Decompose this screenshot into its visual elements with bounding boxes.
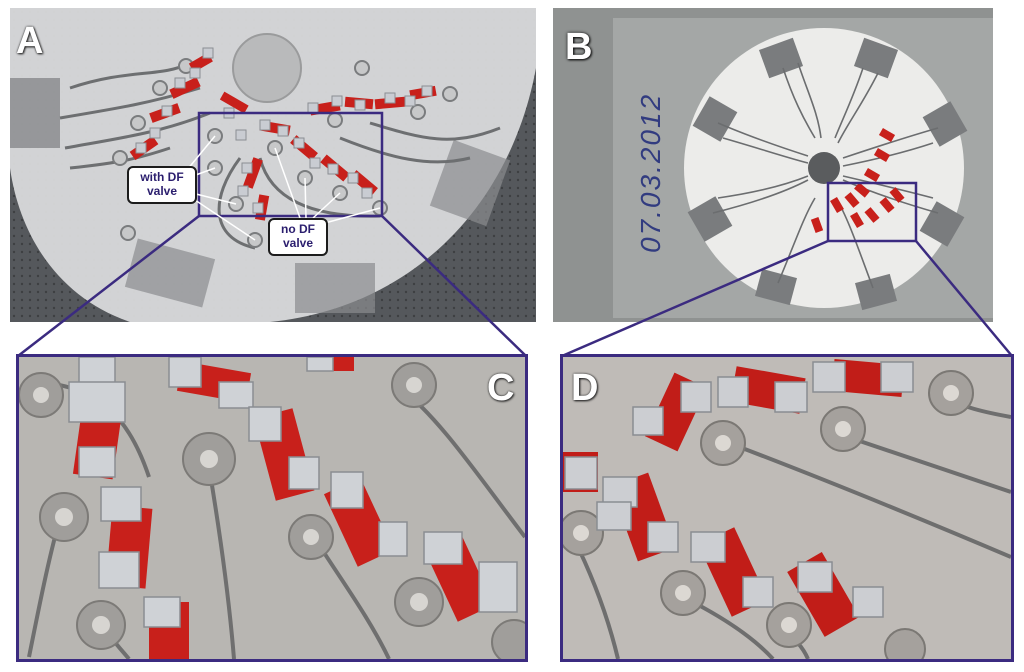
panel-d-label: D bbox=[571, 367, 599, 409]
zoom-d-image bbox=[563, 357, 1011, 659]
panel-b-label: B bbox=[565, 26, 593, 68]
no-df-valve-label: no DF valve bbox=[268, 218, 328, 256]
connector-a-right-line bbox=[381, 215, 527, 357]
panel-a-photo: with DF valve no DF valve A bbox=[10, 8, 536, 322]
zoom-c-image bbox=[19, 357, 525, 659]
connector-a-left-line bbox=[17, 215, 200, 357]
panel-a-label: A bbox=[16, 20, 44, 62]
panel-c-label: C bbox=[487, 367, 515, 409]
panel-d-zoom-photo: D bbox=[560, 354, 1014, 662]
connector-b-right-line bbox=[915, 240, 1013, 357]
panel-b-photo: 07.03.2012 B bbox=[553, 8, 993, 322]
with-df-valve-label: with DF valve bbox=[127, 166, 197, 204]
connector-b-left-line bbox=[561, 239, 829, 358]
panel-c-zoom-photo: C bbox=[16, 354, 528, 662]
disc-a-image bbox=[10, 8, 536, 322]
disc-b-image bbox=[553, 8, 993, 322]
